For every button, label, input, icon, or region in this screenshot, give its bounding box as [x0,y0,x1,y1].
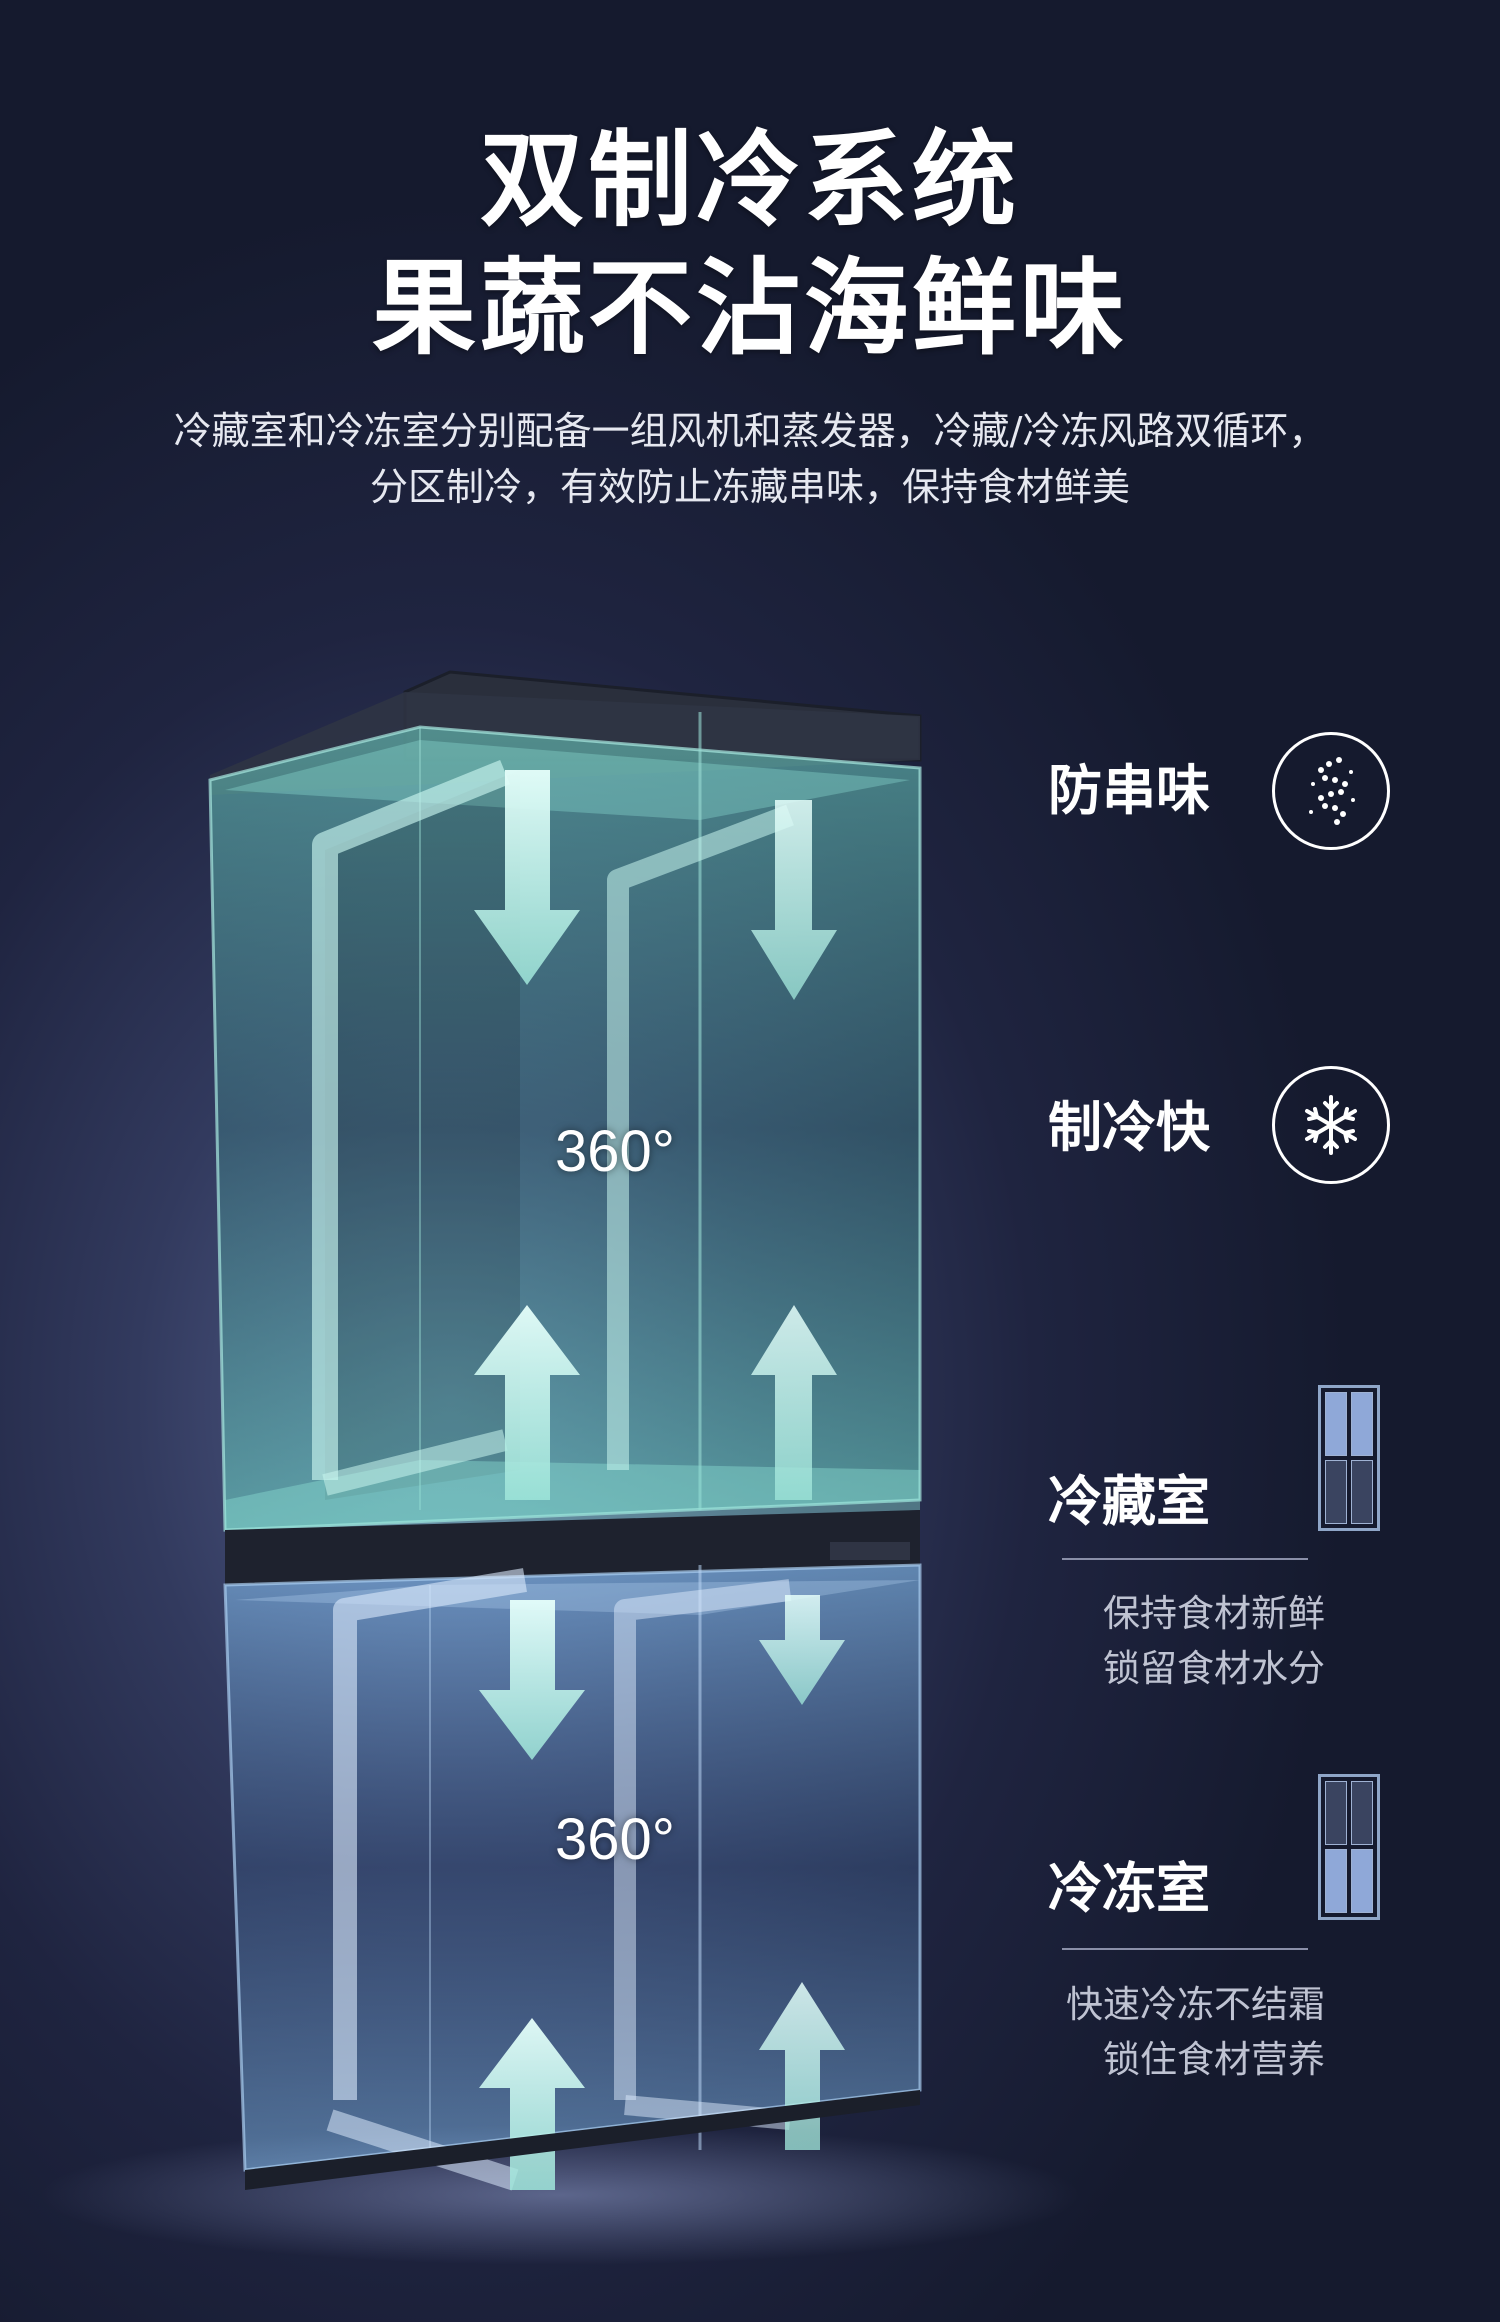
indicator-cell [1351,1460,1373,1524]
indicator-cell [1325,1392,1347,1456]
compartment-label-fridge: 冷藏室 [1048,1470,1210,1533]
compartment-desc-line: 保持食材新鲜 [1103,1592,1325,1635]
indicator-cell [1325,1781,1347,1845]
compartment-desc-line: 快速冷冻不结霜 [1066,1983,1325,2026]
upper-degree-label: 360° [555,1119,675,1184]
indicator-cell [1351,1849,1373,1913]
feature-label-anti-odor: 防串味 [1048,759,1210,822]
freezer-indicator-icon [1318,1774,1380,1920]
lower-degree-label: 360° [555,1807,675,1872]
compartment-desc-line: 锁住食材营养 [1103,2038,1325,2081]
compartment-label-freezer: 冷冻室 [1048,1857,1210,1920]
odor-swirl-icon [1272,732,1390,850]
divider [1062,1948,1308,1950]
fridge-indicator-icon [1318,1385,1380,1531]
divider [1062,1558,1308,1560]
compartment-desc-line: 锁留食材水分 [1103,1647,1325,1690]
snowflake-glyph [1305,1095,1357,1155]
indicator-cell [1325,1849,1347,1913]
subtitle-line-2: 分区制冷，有效防止冻藏串味，保持食材鲜美 [369,465,1130,509]
feature-label-fast-cooling: 制冷快 [1048,1096,1210,1159]
page-title-line-2: 果蔬不沾海鲜味 [371,247,1128,369]
indicator-cell [1351,1781,1373,1845]
odor-swirl-glyph [1309,757,1355,825]
indicator-cell [1325,1460,1347,1524]
indicator-cell [1351,1392,1373,1456]
page-title-line-1: 双制冷系统 [479,119,1020,241]
snowflake-icon [1272,1066,1390,1184]
subtitle-line-1: 冷藏室和冷冻室分别配备一组风机和蒸发器，冷藏/冷冻风路双循环， [173,409,1327,453]
